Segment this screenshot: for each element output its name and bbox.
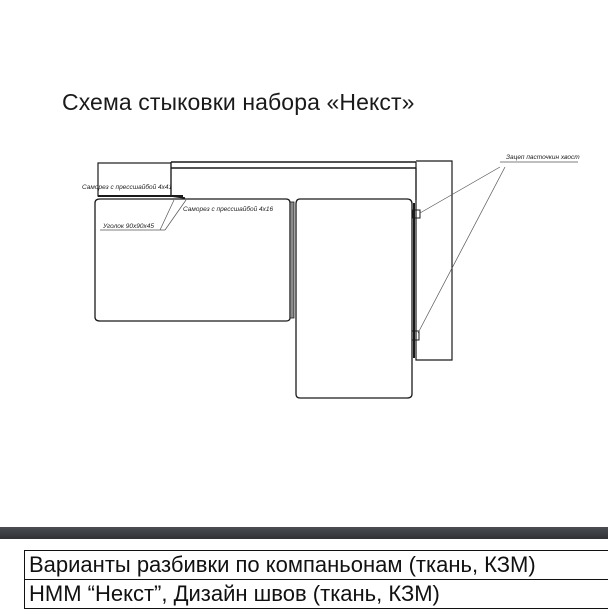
footer-table: Варианты разбивки по компаньонам (ткань,…: [24, 550, 608, 609]
section-divider-bar: [0, 527, 608, 539]
latch-top: [412, 209, 421, 219]
back-panel-left: [97, 162, 172, 197]
footer-row-variants: Варианты разбивки по компаньонам (ткань,…: [25, 551, 608, 580]
label-screw-41: Саморез с прессшайбой 4х41: [82, 183, 173, 191]
seat-right: [295, 198, 413, 399]
seat-left: [94, 198, 291, 322]
label-corner-bracket: Уголок 90х90х45: [102, 223, 154, 230]
diagram-title: Схема стыковки набора «Некст»: [62, 89, 415, 115]
label-latch: Зацеп пасточкин хвост: [506, 154, 580, 161]
assembly-drawing: Саморез с прессшайбой 4х41 Саморез с пре…: [82, 154, 580, 399]
label-screw-16: Саморез с прессшайбой 4х16: [183, 205, 274, 213]
latch-bottom: [411, 330, 420, 341]
back-panel-right: [415, 160, 453, 361]
footer-row-design: НММ “Некст”, Дизайн швов (ткань, КЗМ): [25, 580, 608, 609]
